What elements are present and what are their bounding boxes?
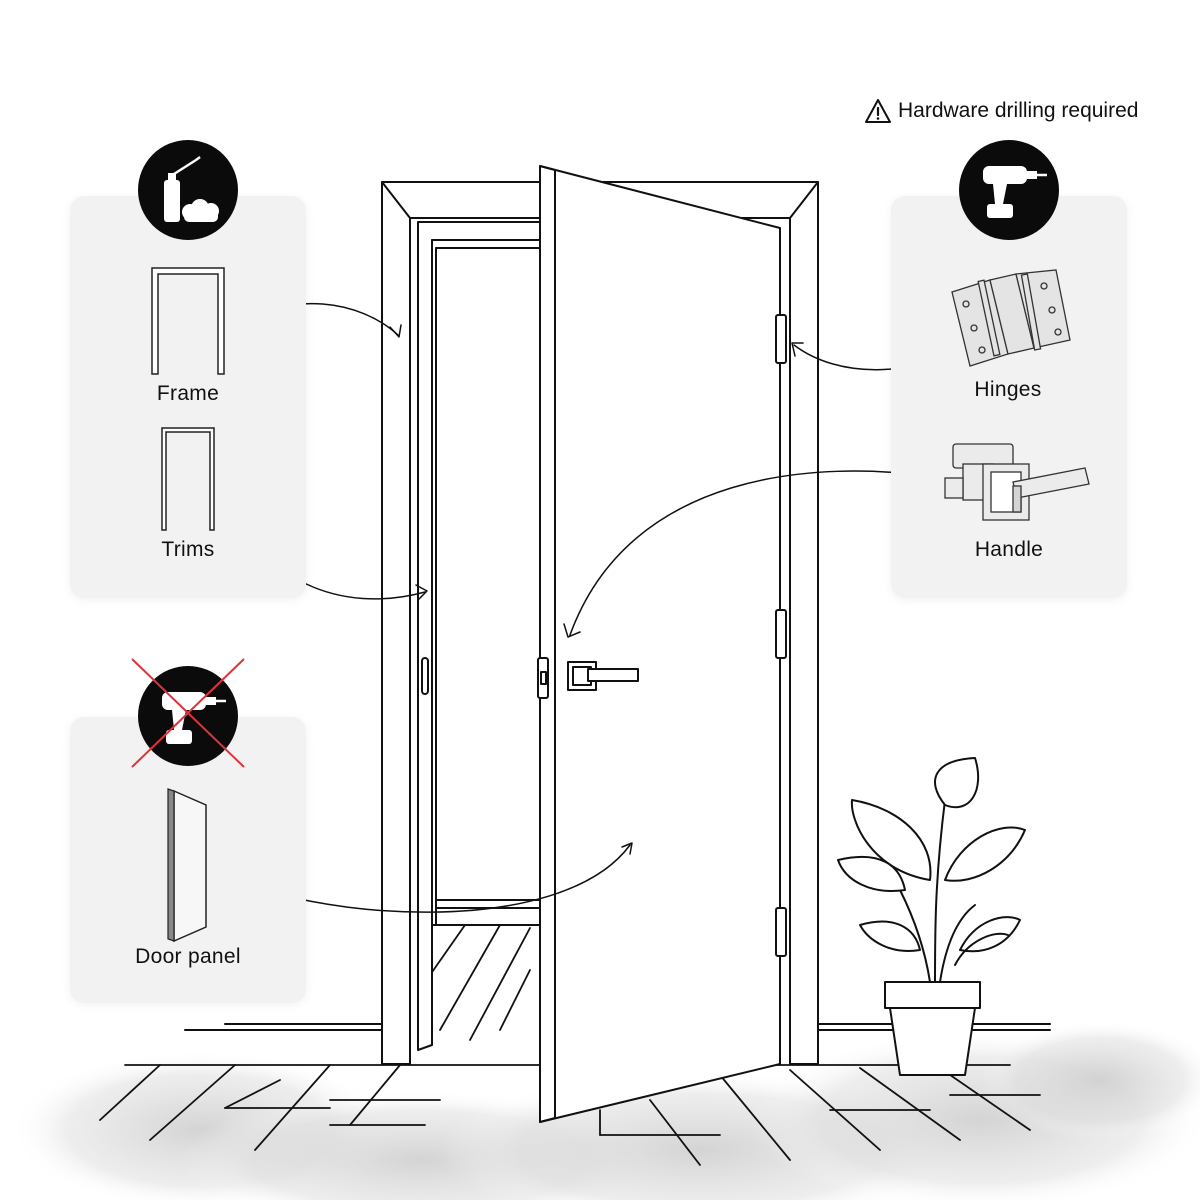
frame-outline-icon <box>151 267 225 375</box>
warning-triangle-icon <box>865 99 891 123</box>
frame-trims-card: Frame Trims <box>70 196 306 598</box>
notice-text: Hardware drilling required <box>898 99 1139 122</box>
door-leaf <box>537 165 787 1123</box>
no-drill-icon <box>131 658 245 768</box>
drill-badge <box>959 140 1059 240</box>
hinges-handle-card: Hinges Handle <box>891 196 1127 598</box>
hinges-icon <box>951 269 1071 367</box>
power-drill-icon <box>983 166 1047 218</box>
trims-label: Trims <box>161 538 215 561</box>
floor-haze <box>10 1020 1200 1200</box>
drilling-notice: Hardware drilling required <box>864 98 1138 124</box>
frame-label: Frame <box>156 382 220 405</box>
foam-spray-badge <box>138 140 238 240</box>
door-panel-label: Door panel <box>135 945 241 968</box>
lever-handle-icon <box>944 443 1090 521</box>
foam-spray-can-icon <box>164 156 219 222</box>
door-panel-icon <box>167 788 207 943</box>
trims-outline-icon <box>161 427 215 531</box>
handle-label: Handle <box>974 538 1044 561</box>
potted-plant <box>837 757 1026 1076</box>
hinges-label: Hinges <box>974 378 1042 401</box>
no-drill-badge <box>138 666 238 766</box>
